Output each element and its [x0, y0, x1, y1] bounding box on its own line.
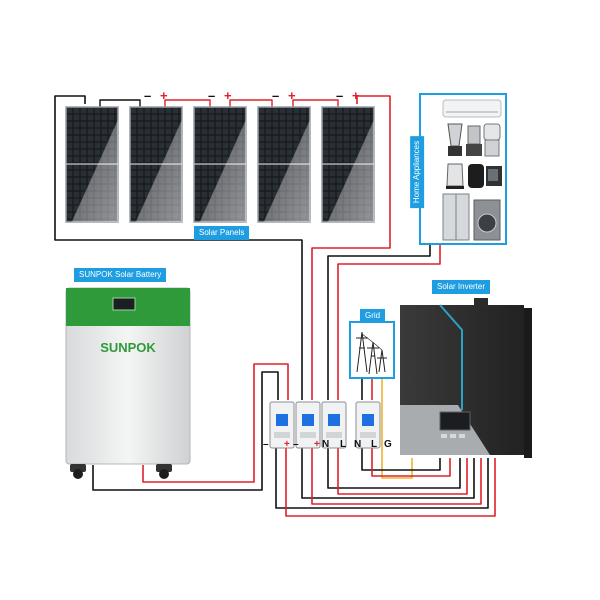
kettle-icon	[446, 163, 464, 189]
inverter-buttons	[441, 434, 465, 438]
panel-plus-label: +	[160, 88, 168, 103]
panel-minus-label: –	[208, 88, 215, 103]
mixer-icon	[483, 123, 501, 157]
panel-minus-label: –	[144, 88, 151, 103]
inverter-label: Solar Inverter	[432, 280, 491, 294]
wire-battery-negative	[92, 371, 279, 491]
terminal-label-live: L	[340, 439, 346, 450]
wire-panel-link-1	[99, 99, 141, 108]
air-conditioner-icon	[442, 99, 502, 118]
food-processor-icon	[466, 125, 482, 156]
power-tower-icon	[356, 331, 387, 375]
wire-inv-batt-neg	[275, 448, 489, 509]
wire-inv-load-n	[327, 448, 461, 489]
battery-brand-logo: SUNPOK	[100, 340, 156, 355]
battery-display	[112, 297, 136, 311]
appliances-label: Home Appliances	[410, 135, 425, 209]
panel-minus-label: –	[272, 88, 279, 103]
solar-battery: SUNPOK	[65, 287, 191, 479]
wire-inv-batt-pos	[285, 448, 496, 517]
grid-source	[349, 321, 395, 379]
terminal-label-plus: +	[314, 439, 320, 450]
wire-inv-pv-pos	[311, 448, 482, 505]
breaker-pv	[295, 401, 321, 449]
blender-icon	[447, 123, 463, 156]
solar-inverter	[400, 298, 532, 458]
home-appliances	[419, 93, 507, 245]
solar-panel	[65, 106, 119, 223]
wire-inv-load-l	[337, 448, 468, 495]
wire-battery-positive	[142, 363, 289, 483]
grid-label: Grid	[360, 309, 386, 323]
wire-grid-g	[381, 378, 413, 479]
solar-panels	[65, 106, 375, 223]
wire-panel-link-3	[229, 99, 273, 108]
wire-panels-positive	[311, 95, 391, 400]
solar-panel	[321, 106, 375, 223]
terminal-label-neutral: N	[354, 439, 361, 450]
terminal-label-live: L	[371, 439, 377, 450]
wire-panel-link-2	[164, 99, 211, 108]
panel-polarity-labels: – + – + – + – +	[144, 88, 360, 103]
refrigerator-icon	[442, 193, 470, 241]
wire-panels-negative	[54, 95, 303, 400]
panel-plus-label: +	[224, 88, 232, 103]
battery-label: SUNPOK Solar Battery	[74, 268, 167, 282]
battery-wheels	[70, 464, 172, 479]
panel-plus-label: +	[352, 88, 360, 103]
wire-inv-grid-n	[361, 448, 441, 471]
wiring	[54, 95, 496, 517]
solar-panel	[193, 106, 247, 223]
air-fryer-icon	[468, 164, 484, 188]
terminal-label-minus: –	[263, 439, 269, 450]
wire-panel-link-4	[292, 99, 339, 108]
terminal-label-plus: +	[284, 439, 290, 450]
terminal-label-minus: –	[293, 439, 299, 450]
breakers	[269, 401, 381, 449]
panel-plus-label: +	[288, 88, 296, 103]
inverter-side	[524, 308, 532, 458]
wire-appliance-n	[327, 244, 431, 400]
inverter-screen	[439, 411, 471, 431]
terminal-label-ground: G	[384, 439, 392, 450]
washing-machine-icon	[473, 199, 501, 241]
breaker-terminal-labels: – + – + N L N L G	[263, 439, 392, 450]
breaker-grid	[355, 401, 381, 449]
terminal-label-neutral: N	[322, 439, 329, 450]
solar-panels-label: Solar Panels	[194, 226, 250, 240]
solar-panel	[257, 106, 311, 223]
wire-appliance-l	[337, 244, 441, 400]
wire-inv-grid-l	[371, 448, 451, 477]
oven-icon	[486, 166, 502, 186]
panel-minus-label: –	[336, 88, 343, 103]
breaker-battery	[269, 401, 295, 449]
inverter-top-connector	[474, 298, 488, 306]
solar-panel	[129, 106, 183, 223]
breaker-load	[321, 401, 347, 449]
inverter-accent-line	[439, 304, 463, 410]
wire-inv-pv-neg	[301, 448, 475, 499]
